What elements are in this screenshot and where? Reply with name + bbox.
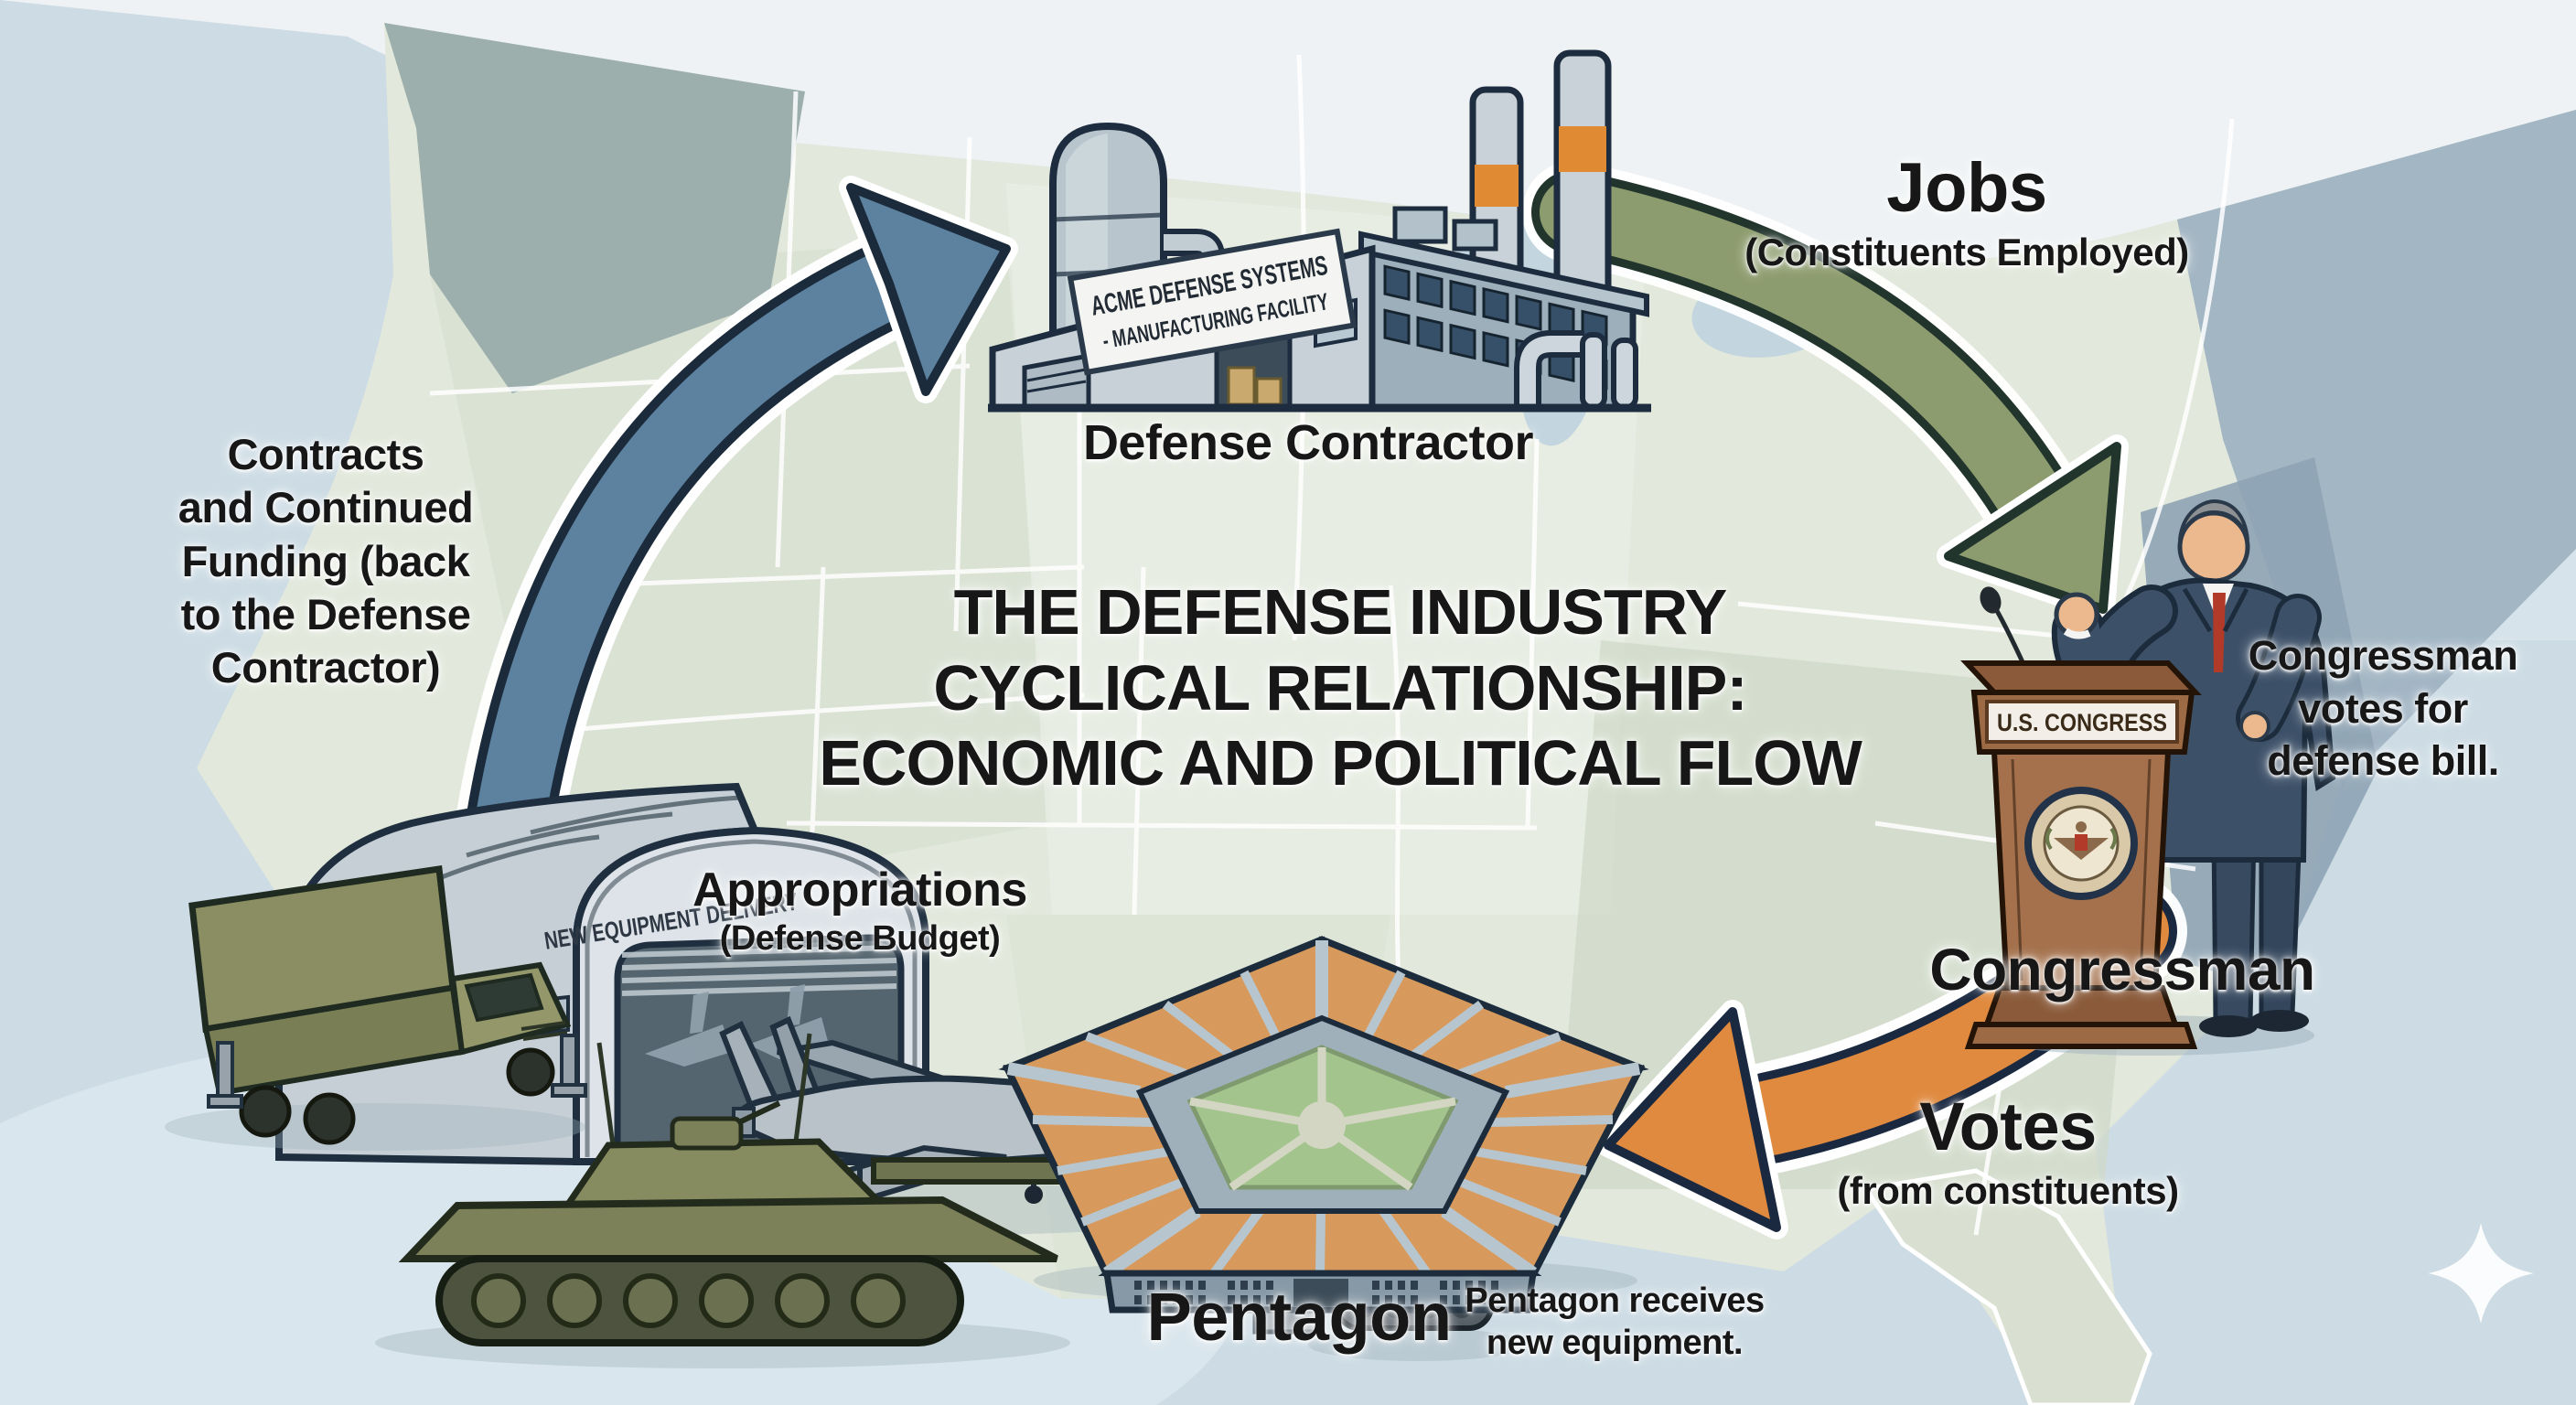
congressman-note-line3: defense bill. bbox=[2267, 737, 2499, 785]
pentagon-courtyard bbox=[1186, 1045, 1459, 1191]
congressman-figure: U.S. CONGRESS bbox=[1960, 499, 2336, 1056]
sparkle-icon bbox=[2428, 1223, 2534, 1324]
congressman-note-line2: votes for bbox=[2298, 684, 2468, 732]
factory-pipes-icon bbox=[1514, 330, 1638, 410]
jobs-label: Jobs bbox=[1886, 149, 2047, 227]
tank-icon bbox=[375, 1033, 1132, 1368]
congressman-hair bbox=[2178, 499, 2249, 541]
congressman-legs bbox=[2199, 828, 2309, 1037]
appropriations-label: Appropriations bbox=[692, 863, 1027, 917]
contracts-line5: Contractor) bbox=[210, 643, 441, 692]
contracts-line3: Funding (back bbox=[181, 536, 470, 585]
pentagon-building bbox=[998, 936, 1649, 1314]
state-borders bbox=[429, 54, 2235, 1236]
pentagon-note: Pentagon receives new equipment. bbox=[1464, 1281, 1766, 1364]
factory-sign: ACME DEFENSE SYSTEMS - MANUFACTURING FAC… bbox=[1067, 228, 1358, 376]
appropriations-label-group: Appropriations (Defense Budget) bbox=[631, 862, 1089, 960]
title-line1: THE DEFENSE INDUSTRY bbox=[953, 576, 1728, 648]
pentagon-note-line2: new equipment. bbox=[1486, 1323, 1744, 1362]
votes-sublabel: (from constituents) bbox=[1837, 1168, 2179, 1212]
pentagon-label: Pentagon bbox=[1146, 1279, 1452, 1355]
chimney-icon bbox=[1469, 49, 1612, 313]
pentagon-roof-ribs bbox=[1032, 970, 1614, 1276]
congressman-note-line1: Congressman bbox=[2248, 632, 2518, 679]
defense-contractor-label: Defense Contractor bbox=[1082, 415, 1534, 470]
contracts-line2: and Continued bbox=[177, 483, 474, 532]
appropriations-sublabel: (Defense Budget) bbox=[719, 919, 1001, 959]
microphone-icon bbox=[1980, 586, 2026, 666]
contracts-label: Contracts and Continued Funding (back to… bbox=[97, 428, 554, 694]
votes-label: Votes bbox=[1919, 1089, 2097, 1164]
podium: U.S. CONGRESS bbox=[1960, 660, 2202, 1049]
military-truck-icon bbox=[165, 865, 587, 1151]
title-line3: ECONOMIC AND POLITICAL FLOW bbox=[819, 727, 1862, 799]
defense-contractor-factory: ACME DEFENSE SYSTEMS - MANUFACTURING FAC… bbox=[988, 49, 1651, 413]
diagram-title: THE DEFENSE INDUSTRY CYCLICAL RELATIONSH… bbox=[750, 574, 1930, 801]
congress-seal-icon bbox=[2024, 787, 2138, 900]
raised-fist-icon bbox=[2054, 592, 2099, 638]
jobs-label-group: Jobs (Constituents Employed) bbox=[1711, 146, 2223, 276]
contracts-line4: to the Defense bbox=[180, 589, 471, 638]
pentagon-facade-windows bbox=[1134, 1279, 1498, 1306]
jobs-arrow-icon bbox=[1522, 161, 2129, 621]
contracts-line1: Contracts bbox=[227, 430, 424, 478]
congressman-label: Congressman bbox=[1929, 937, 2315, 1003]
pentagon-note-line1: Pentagon receives bbox=[1465, 1282, 1765, 1320]
congressman-note: Congressman votes for defense bill. bbox=[2223, 629, 2543, 788]
podium-sign: U.S. CONGRESS bbox=[1997, 709, 2167, 736]
congressman-tie bbox=[2213, 593, 2226, 672]
title-line2: CYCLICAL RELATIONSHIP: bbox=[933, 651, 1747, 724]
jobs-sublabel: (Constituents Employed) bbox=[1744, 231, 2189, 274]
votes-label-group: Votes (from constituents) bbox=[1756, 1087, 2259, 1214]
